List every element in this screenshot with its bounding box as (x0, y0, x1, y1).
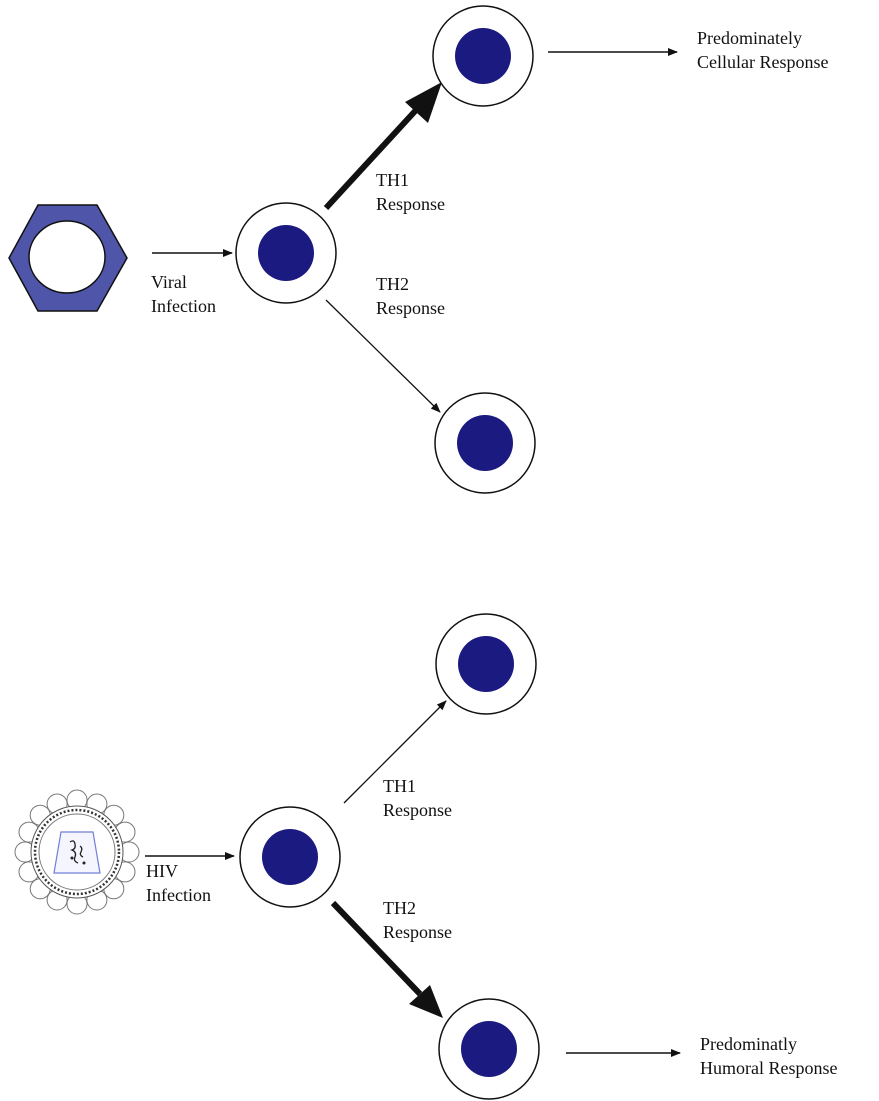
th1-thick-arrow (323, 82, 442, 211)
viral-rna (69, 840, 84, 864)
hiv-capsid (53, 831, 101, 874)
cell-nucleus (461, 1021, 517, 1077)
th1-thin-arrow (343, 700, 447, 804)
th2-effector-cell (434, 392, 536, 494)
cell-nucleus (458, 636, 514, 692)
th2-label: TH2 Response (376, 274, 445, 318)
th1-effector-cell (435, 613, 537, 715)
hiv-virion-icon (14, 789, 140, 915)
infection-label: HIV Infection (146, 861, 211, 905)
th1-effector-cell (432, 5, 534, 107)
th1-label: TH1 Response (376, 170, 445, 214)
th2-label: TH2 Response (383, 898, 452, 942)
th1-label: TH1 Response (383, 776, 452, 820)
th2-thin-arrow (325, 299, 441, 413)
bottom-panel: HIV Infection TH1 Response TH2 Response (14, 613, 837, 1100)
top-panel: Viral Infection TH1 Response TH2 Respons… (8, 5, 828, 494)
th2-thick-arrow (330, 900, 443, 1018)
outcome-label: Predominatly Humoral Response (700, 1034, 837, 1078)
cell-nucleus (455, 28, 511, 84)
cell-nucleus (457, 415, 513, 471)
cell-nucleus (258, 225, 314, 281)
t-helper-cell (239, 806, 341, 908)
hexagon-virus-icon (8, 204, 128, 312)
th2-effector-cell (438, 998, 540, 1100)
outcome-label: Predominately Cellular Response (697, 28, 828, 72)
virus-core (28, 220, 106, 294)
cell-nucleus (262, 829, 318, 885)
t-helper-cell (235, 202, 337, 304)
infection-label: Viral Infection (151, 272, 216, 316)
